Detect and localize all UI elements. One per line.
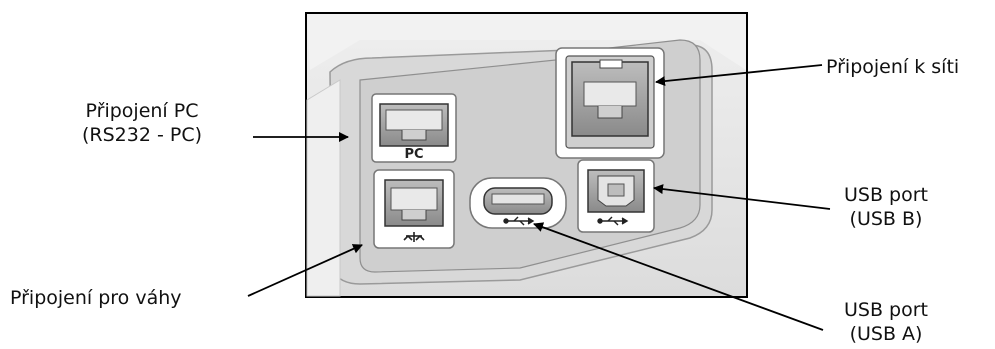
- usb-b-label-line2: (USB B): [849, 208, 923, 230]
- scale-connection-label: Připojení pro váhy: [10, 287, 182, 309]
- pc-port: PC: [371, 93, 457, 163]
- pc-connection-label: Připojení PC (RS232 - PC): [62, 99, 222, 147]
- network-port: [555, 47, 665, 159]
- scale-symbol-icon: [403, 232, 425, 242]
- usb-a-label-line2: (USB A): [849, 323, 923, 345]
- usb-a-label-line1: USB port: [844, 299, 928, 321]
- usb-a-port: [469, 177, 567, 229]
- usb-b-label-line1: USB port: [844, 184, 928, 206]
- usb-b-symbol-icon: [597, 216, 629, 226]
- usb-b-port: [577, 159, 655, 233]
- pc-port-marking: PC: [404, 147, 423, 162]
- usb-b-arrow: [653, 184, 831, 210]
- usb-b-label: USB port (USB B): [832, 183, 940, 231]
- callout-lines: [247, 64, 831, 331]
- pc-connection-label-line1: Připojení PC: [85, 100, 199, 122]
- usb-a-symbol-icon: [503, 216, 535, 226]
- scale-arrow: [247, 244, 363, 297]
- usb-a-label: USB port (USB A): [832, 298, 940, 346]
- pc-connection-label-line2: (RS232 - PC): [81, 124, 202, 146]
- scale-port: [373, 169, 455, 249]
- network-connection-label: Připojení k síti: [826, 56, 960, 78]
- usb-a-arrow: [533, 222, 824, 331]
- network-arrow: [655, 64, 823, 87]
